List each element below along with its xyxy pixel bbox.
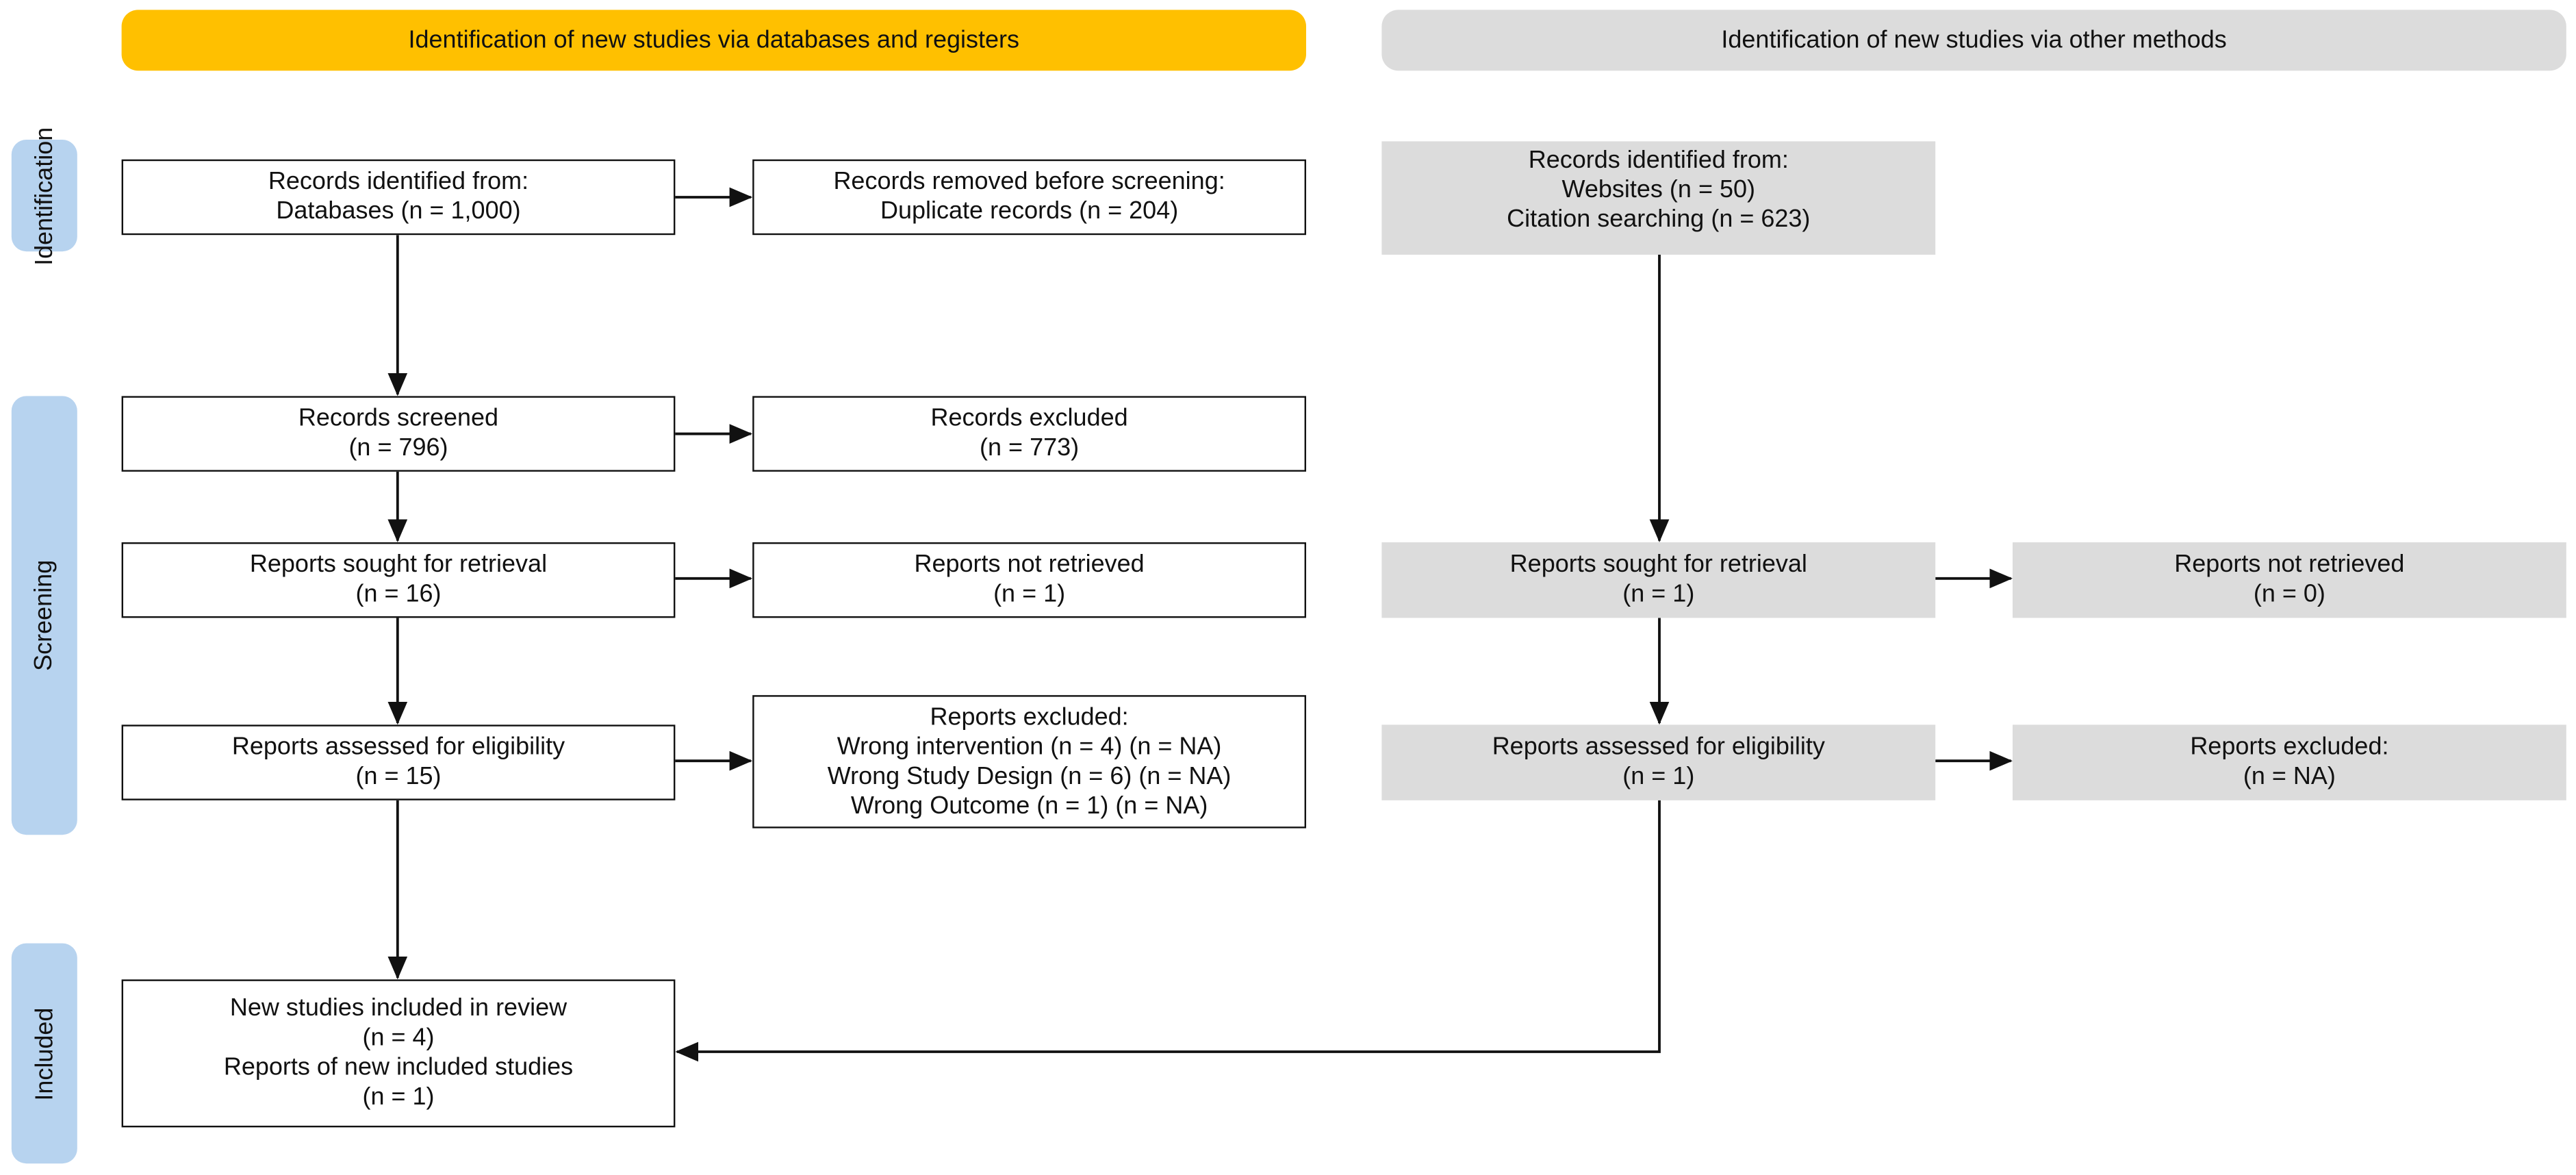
- box-line: (n = 0): [2253, 580, 2325, 609]
- header-databases-label: Identification of new studies via databa…: [408, 26, 1020, 55]
- phase-screening: Screening: [11, 396, 77, 835]
- box-line: (n = 1): [1622, 580, 1695, 609]
- box-line: (n = 1): [362, 1083, 435, 1111]
- box-reports-excluded-other: Reports excluded: (n = NA): [2013, 724, 2566, 800]
- box-line: Databases (n = 1,000): [276, 197, 521, 225]
- box-records-removed: Records removed before screening: Duplic…: [752, 159, 1307, 236]
- box-line: (n = 4): [362, 1024, 435, 1052]
- box-line: Wrong intervention (n = 4) (n = NA): [837, 732, 1222, 760]
- box-line: Citation searching (n = 623): [1507, 205, 1811, 233]
- box-line: Reports excluded:: [930, 703, 1129, 731]
- box-line: Records identified from:: [268, 167, 529, 196]
- box-records-identified-databases: Records identified from: Databases (n = …: [121, 159, 676, 236]
- box-line: (n = 16): [355, 580, 442, 609]
- arrow-other-assessed-to-included: [675, 800, 1661, 1062]
- box-reports-assessed-other: Reports assessed for eligibility (n = 1): [1381, 724, 1936, 800]
- box-line: (n = 1): [993, 580, 1066, 609]
- box-line: Reports assessed for eligibility: [231, 733, 565, 761]
- phase-identification-label: Identification: [30, 126, 59, 265]
- box-records-excluded: Records excluded (n = 773): [752, 396, 1307, 472]
- box-line: Wrong Outcome (n = 1) (n = NA): [850, 791, 1208, 820]
- box-records-identified-other: Records identified from: Websites (n = 5…: [1381, 141, 1936, 255]
- box-line: Records screened: [298, 404, 499, 433]
- box-line: (n = 1): [1622, 762, 1695, 791]
- box-reports-excluded-databases: Reports excluded: Wrong intervention (n …: [752, 695, 1307, 829]
- box-line: Duplicate records (n = 204): [880, 197, 1179, 225]
- box-line: Reports not retrieved: [914, 551, 1145, 579]
- header-other-methods-label: Identification of new studies via other …: [1721, 26, 2227, 55]
- header-other-methods: Identification of new studies via other …: [1381, 10, 2566, 71]
- box-line: Reports excluded:: [2190, 733, 2389, 761]
- phase-screening-label: Screening: [30, 559, 59, 671]
- box-line: (n = 773): [980, 433, 1080, 462]
- box-line: Records excluded: [930, 404, 1128, 433]
- box-line: (n = NA): [2243, 762, 2336, 791]
- box-records-screened: Records screened (n = 796): [121, 396, 676, 472]
- box-reports-sought-databases: Reports sought for retrieval (n = 16): [121, 542, 676, 618]
- phase-included: Included: [11, 943, 77, 1164]
- box-line: (n = 796): [348, 433, 448, 462]
- box-line: Reports assessed for eligibility: [1492, 733, 1825, 761]
- box-line: Records removed before screening:: [833, 167, 1225, 196]
- box-new-studies-included: New studies included in review (n = 4) R…: [121, 979, 676, 1128]
- header-databases: Identification of new studies via databa…: [121, 10, 1307, 71]
- box-reports-sought-other: Reports sought for retrieval (n = 1): [1381, 542, 1936, 618]
- box-line: (n = 15): [355, 762, 442, 791]
- box-reports-assessed-databases: Reports assessed for eligibility (n = 15…: [121, 724, 676, 800]
- box-line: Websites (n = 50): [1561, 175, 1756, 204]
- phase-included-label: Included: [30, 1007, 59, 1100]
- box-line: Reports sought for retrieval: [1509, 551, 1807, 579]
- box-line: Records identified from:: [1528, 146, 1789, 175]
- box-line: Reports not retrieved: [2174, 551, 2405, 579]
- box-line: New studies included in review: [229, 994, 568, 1022]
- box-reports-not-retrieved-other: Reports not retrieved (n = 0): [2013, 542, 2566, 618]
- phase-identification: Identification: [11, 127, 77, 265]
- box-line: Wrong Study Design (n = 6) (n = NA): [827, 761, 1232, 790]
- box-line: Reports sought for retrieval: [249, 551, 548, 579]
- box-reports-not-retrieved-databases: Reports not retrieved (n = 1): [752, 542, 1307, 618]
- box-line: Reports of new included studies: [223, 1053, 574, 1082]
